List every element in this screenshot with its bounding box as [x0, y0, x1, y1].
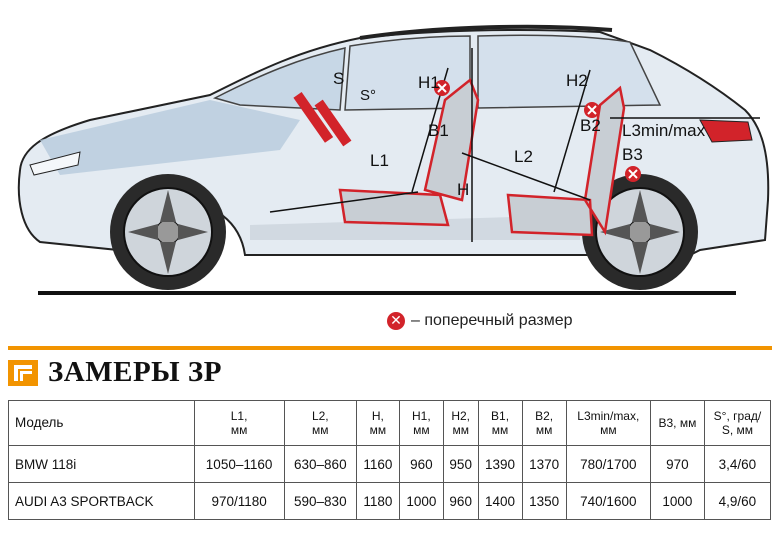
column-header: L2,мм [283, 400, 358, 446]
column-header: L1,мм [193, 400, 285, 446]
column-header-unit: мм [312, 423, 329, 437]
value-cell: 1160 [356, 445, 400, 483]
cross-mark-b2 [584, 102, 600, 118]
column-header-label: S°, град/ [713, 409, 762, 423]
value-cell: 1180 [356, 482, 400, 520]
section-divider [8, 346, 772, 350]
windshield [212, 47, 346, 111]
measure-lines [269, 48, 760, 242]
tail-light [699, 119, 753, 143]
value-cell: 630–860 [283, 445, 358, 483]
rear-wheel [582, 174, 698, 290]
column-header-label: L2, [311, 409, 329, 423]
model-name-cell: AUDI A3 SPORTBACK [8, 482, 195, 520]
column-header-label: B3, мм [658, 416, 697, 430]
column-header-label: B1, [491, 409, 510, 423]
column-header-label: H2, [451, 409, 471, 423]
cross-mark-icon: ✕ [387, 312, 405, 330]
label-l3: L3min/max [622, 121, 706, 140]
value-cell: 970/1180 [193, 482, 285, 520]
column-header: H,мм [356, 400, 400, 446]
column-header-label: B2, [535, 409, 554, 423]
column-header-label: Модель [15, 415, 64, 430]
ground-line [38, 291, 736, 295]
column-header-unit: мм [413, 423, 430, 437]
front-wheel [110, 174, 226, 290]
steering-column [293, 92, 352, 147]
cross-mark-b1 [434, 80, 450, 96]
roof-rail [359, 24, 613, 40]
value-cell: 3,4/60 [703, 445, 772, 483]
label-l1: L1 [370, 151, 389, 170]
value-cell: 1400 [477, 482, 523, 520]
value-cell: 1050–1160 [193, 445, 285, 483]
column-header-label: L3min/max, [577, 409, 640, 423]
diagram-legend: ✕ – поперечный размер [387, 312, 573, 330]
column-header-unit: мм [369, 423, 387, 437]
label-l2: L2 [514, 147, 533, 166]
rear-window [477, 34, 662, 109]
value-cell: 1000 [649, 482, 705, 520]
column-header-unit: мм [491, 423, 509, 437]
column-header: B2,мм [521, 400, 567, 446]
value-cell: 1370 [521, 445, 567, 483]
column-header: B1,мм [477, 400, 523, 446]
label-s-deg: S° [360, 87, 376, 104]
column-header: H1,мм [398, 400, 444, 446]
value-cell: 970 [649, 445, 705, 483]
label-h: H [457, 180, 469, 199]
section-title: ЗАМЕРЫ ЗР [48, 356, 222, 388]
legend-text: – поперечный размер [411, 312, 573, 329]
column-header-label: H1, [411, 409, 431, 423]
label-b1: B1 [428, 121, 449, 140]
column-header-label: L1, [230, 409, 248, 423]
label-b3: B3 [622, 145, 643, 164]
column-header-unit: мм [600, 423, 617, 437]
cross-mark-b3 [625, 166, 641, 182]
label-b2: B2 [580, 116, 601, 135]
label-h1: H1 [418, 73, 440, 92]
column-header: L3min/max,мм [565, 400, 651, 446]
value-cell: 1350 [521, 482, 567, 520]
label-s: S [333, 69, 344, 88]
model-name-cell: BMW 118i [8, 445, 195, 483]
section-header: ЗАМЕРЫ ЗР [8, 356, 222, 389]
column-header-unit: S, мм [721, 423, 754, 437]
value-cell: 960 [442, 482, 479, 520]
value-cell: 1000 [398, 482, 444, 520]
column-header: S°, град/S, мм [703, 400, 772, 446]
headlight [29, 151, 81, 176]
value-cell: 950 [442, 445, 479, 483]
value-cell: 590–830 [283, 482, 358, 520]
ruler-icon [8, 359, 38, 386]
value-cell: 740/1600 [565, 482, 651, 520]
column-header-unit: мм [535, 423, 553, 437]
car-measurement-diagram: S S° H1 H2 H B1 B2 B3 L1 L2 L3min/max [17, 24, 770, 295]
value-cell: 960 [398, 445, 444, 483]
value-cell: 4,9/60 [703, 482, 772, 520]
column-header: B3, мм [649, 400, 705, 446]
label-h2: H2 [566, 71, 588, 90]
hood-shade [40, 100, 300, 175]
column-header-unit: мм [452, 423, 469, 437]
value-cell: 780/1700 [565, 445, 651, 483]
column-header: Модель [8, 400, 195, 446]
column-header-unit: мм [230, 423, 248, 437]
column-header-label: H, [371, 409, 384, 423]
value-cell: 1390 [477, 445, 523, 483]
rear-seat [506, 85, 626, 237]
column-header: H2,мм [442, 400, 479, 446]
interior-floor [250, 215, 580, 240]
